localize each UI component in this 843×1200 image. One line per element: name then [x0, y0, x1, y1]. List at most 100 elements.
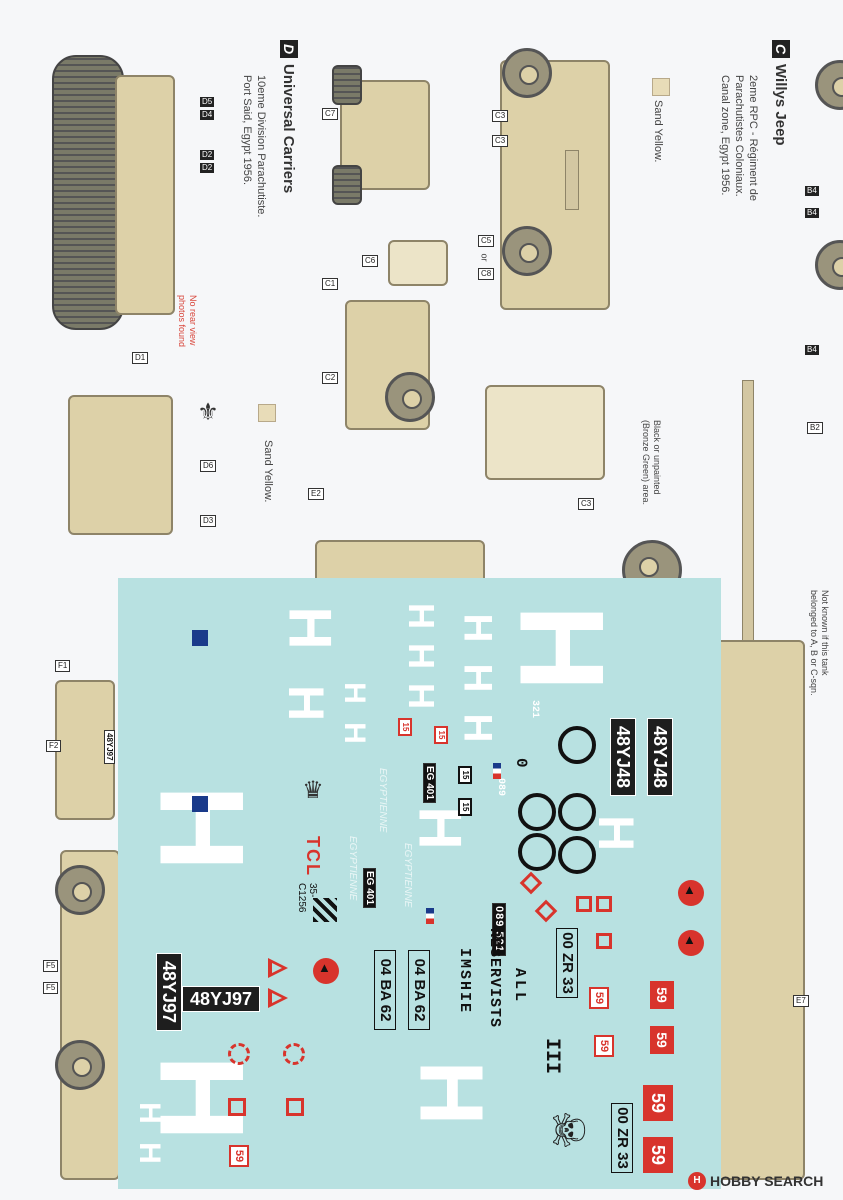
decal-egyptienne: EGYPTIENNE — [377, 768, 388, 833]
black-area-note: Black or unpainted (Bronze Green) area. — [641, 420, 662, 506]
decal-plate-48yj48: 48YJ48 — [610, 718, 636, 796]
decal-red-square — [596, 933, 612, 949]
decal-h-small: H — [337, 722, 371, 744]
callout-d2: D2 — [200, 150, 215, 160]
decal-red-square — [576, 896, 592, 912]
decal-h-small: H — [132, 1102, 166, 1124]
decal-h-small: H — [401, 603, 442, 629]
tank-sqn-note: Not known if this tank belonged to A, B … — [809, 590, 830, 696]
callout-d3: D3 — [200, 515, 217, 527]
jeep-wheel — [502, 226, 552, 276]
decal-slogan-reservists: RESERVISTS — [486, 928, 503, 1029]
decal-plate-48yj97: 48YJ97 — [182, 986, 260, 1012]
decal-skull-crossbones: ☠ — [543, 1110, 592, 1150]
section-c-swatch-label: Sand Yellow. — [652, 100, 664, 163]
hobby-search-text: HOBBY SEARCH — [710, 1173, 824, 1189]
decal-red-circle-triangle — [313, 958, 339, 984]
decal-stripes — [313, 898, 337, 922]
decal-red-square — [286, 1098, 304, 1116]
jeep-wheel — [502, 48, 552, 98]
section-d-swatch-label: Sand Yellow. — [262, 440, 274, 503]
decal-59: 59 — [650, 1026, 674, 1054]
f-wheel — [55, 1040, 105, 1090]
callout-c5: C5 — [478, 235, 495, 247]
decal-plate-48yj97: 48YJ97 — [156, 953, 182, 1031]
callout-b2: B2 — [807, 422, 823, 434]
callout-f1: F1 — [55, 660, 71, 672]
decal-h-large: H — [400, 1060, 501, 1126]
decal-red-circle-triangle — [678, 930, 704, 956]
decal-h-small: H — [455, 713, 500, 743]
decal-small-321: 321 — [529, 700, 540, 719]
decal-red-dashed-circle — [228, 1043, 250, 1065]
carrier-track — [52, 55, 124, 330]
decal-59: 59 — [643, 1137, 673, 1173]
callout-c3: C3 — [492, 135, 509, 147]
decal-red-triangle — [268, 988, 288, 1008]
callout-or: or — [479, 253, 490, 262]
decal-00zr33: 00 ZR 33 — [556, 928, 578, 998]
jeep-front-tyre — [332, 165, 362, 205]
section-c-letter: C — [772, 40, 790, 58]
decal-red-dashed-circle — [283, 1043, 305, 1065]
section-d-title: Universal Carriers — [280, 64, 298, 194]
callout-e7: E7 — [793, 995, 809, 1007]
callout-b4: B4 — [805, 186, 819, 196]
decal-tricolour — [426, 908, 434, 924]
callout-d1: D1 — [132, 352, 149, 364]
tank-roadwheel — [815, 60, 843, 110]
decal-red-circle-triangle — [678, 880, 704, 906]
jerrycan — [388, 240, 448, 286]
decal-blue-square — [192, 796, 208, 812]
decal-h-medium: H — [276, 606, 344, 650]
decal-roman-iii: III — [540, 1038, 563, 1075]
decal-red-square — [596, 896, 612, 912]
sand-yellow-swatch — [652, 78, 670, 96]
decal-blue-square — [192, 630, 208, 646]
decal-15: 15 — [458, 798, 472, 816]
decal-red-square — [228, 1098, 246, 1116]
decal-eg401: EG 401 — [363, 868, 376, 908]
decal-eg401: EG 401 — [423, 763, 436, 803]
no-rear-view-note: No rear view photos found — [177, 295, 198, 348]
callout-c3-top: C3 — [578, 498, 595, 510]
decal-h-small: H — [455, 663, 500, 693]
callout-c1: C1 — [322, 278, 339, 290]
jeep-top-view — [485, 385, 605, 480]
decal-black-ring — [558, 836, 596, 874]
decal-zero: 0 — [512, 758, 530, 768]
decal-59-outline: 59 — [594, 1035, 614, 1057]
f-plate: 48YJ97 — [104, 730, 115, 764]
callout-c6: C6 — [362, 255, 379, 267]
decal-black-ring — [518, 793, 556, 831]
decal-lion-emblem: ♛ — [302, 777, 324, 804]
decal-15: 15 — [434, 726, 448, 744]
decal-egyptienne: EGYPTIENNE — [347, 836, 358, 901]
decal-15: 15 — [398, 718, 412, 736]
decal-59-outline: 59 — [589, 987, 609, 1009]
decal-red-diamond — [534, 899, 558, 923]
section-d-header: D Universal Carriers — [280, 40, 298, 193]
decal-h-medium: H — [588, 814, 645, 852]
section-c-unit: 2eme RPC - Régiment de Parachutistes Col… — [719, 75, 759, 201]
callout-d6: D6 — [200, 460, 217, 472]
decal-59: 59 — [650, 981, 674, 1009]
callout-c3: C3 — [492, 110, 509, 122]
decal-tcl: TCL — [303, 836, 323, 877]
jeep-spare-wheel — [385, 372, 435, 422]
decal-small-089: 089 — [495, 778, 506, 797]
decal-00zr33: 00 ZR 33 — [611, 1103, 633, 1173]
decal-slogan-all: ALL — [511, 968, 528, 1005]
decal-sheet-code: 35- C1256 — [296, 883, 318, 913]
decal-04ba62: 04 BA 62 — [374, 950, 396, 1030]
decal-black-ring — [558, 793, 596, 831]
tank-roadwheel — [815, 240, 843, 290]
decal-sheet: H H H H H H H H H H H H H H H H H H 48YJ… — [118, 578, 721, 1189]
decal-black-ring — [558, 726, 596, 764]
decal-h-medium: H — [278, 684, 335, 722]
callout-d2: D2 — [200, 163, 215, 173]
section-c-header: C Willys Jeep — [772, 40, 790, 146]
decal-plate-48yj48: 48YJ48 — [647, 718, 673, 796]
hobby-search-watermark: H HOBBY SEARCH — [688, 1172, 823, 1190]
callout-d4: D4 — [200, 110, 215, 120]
